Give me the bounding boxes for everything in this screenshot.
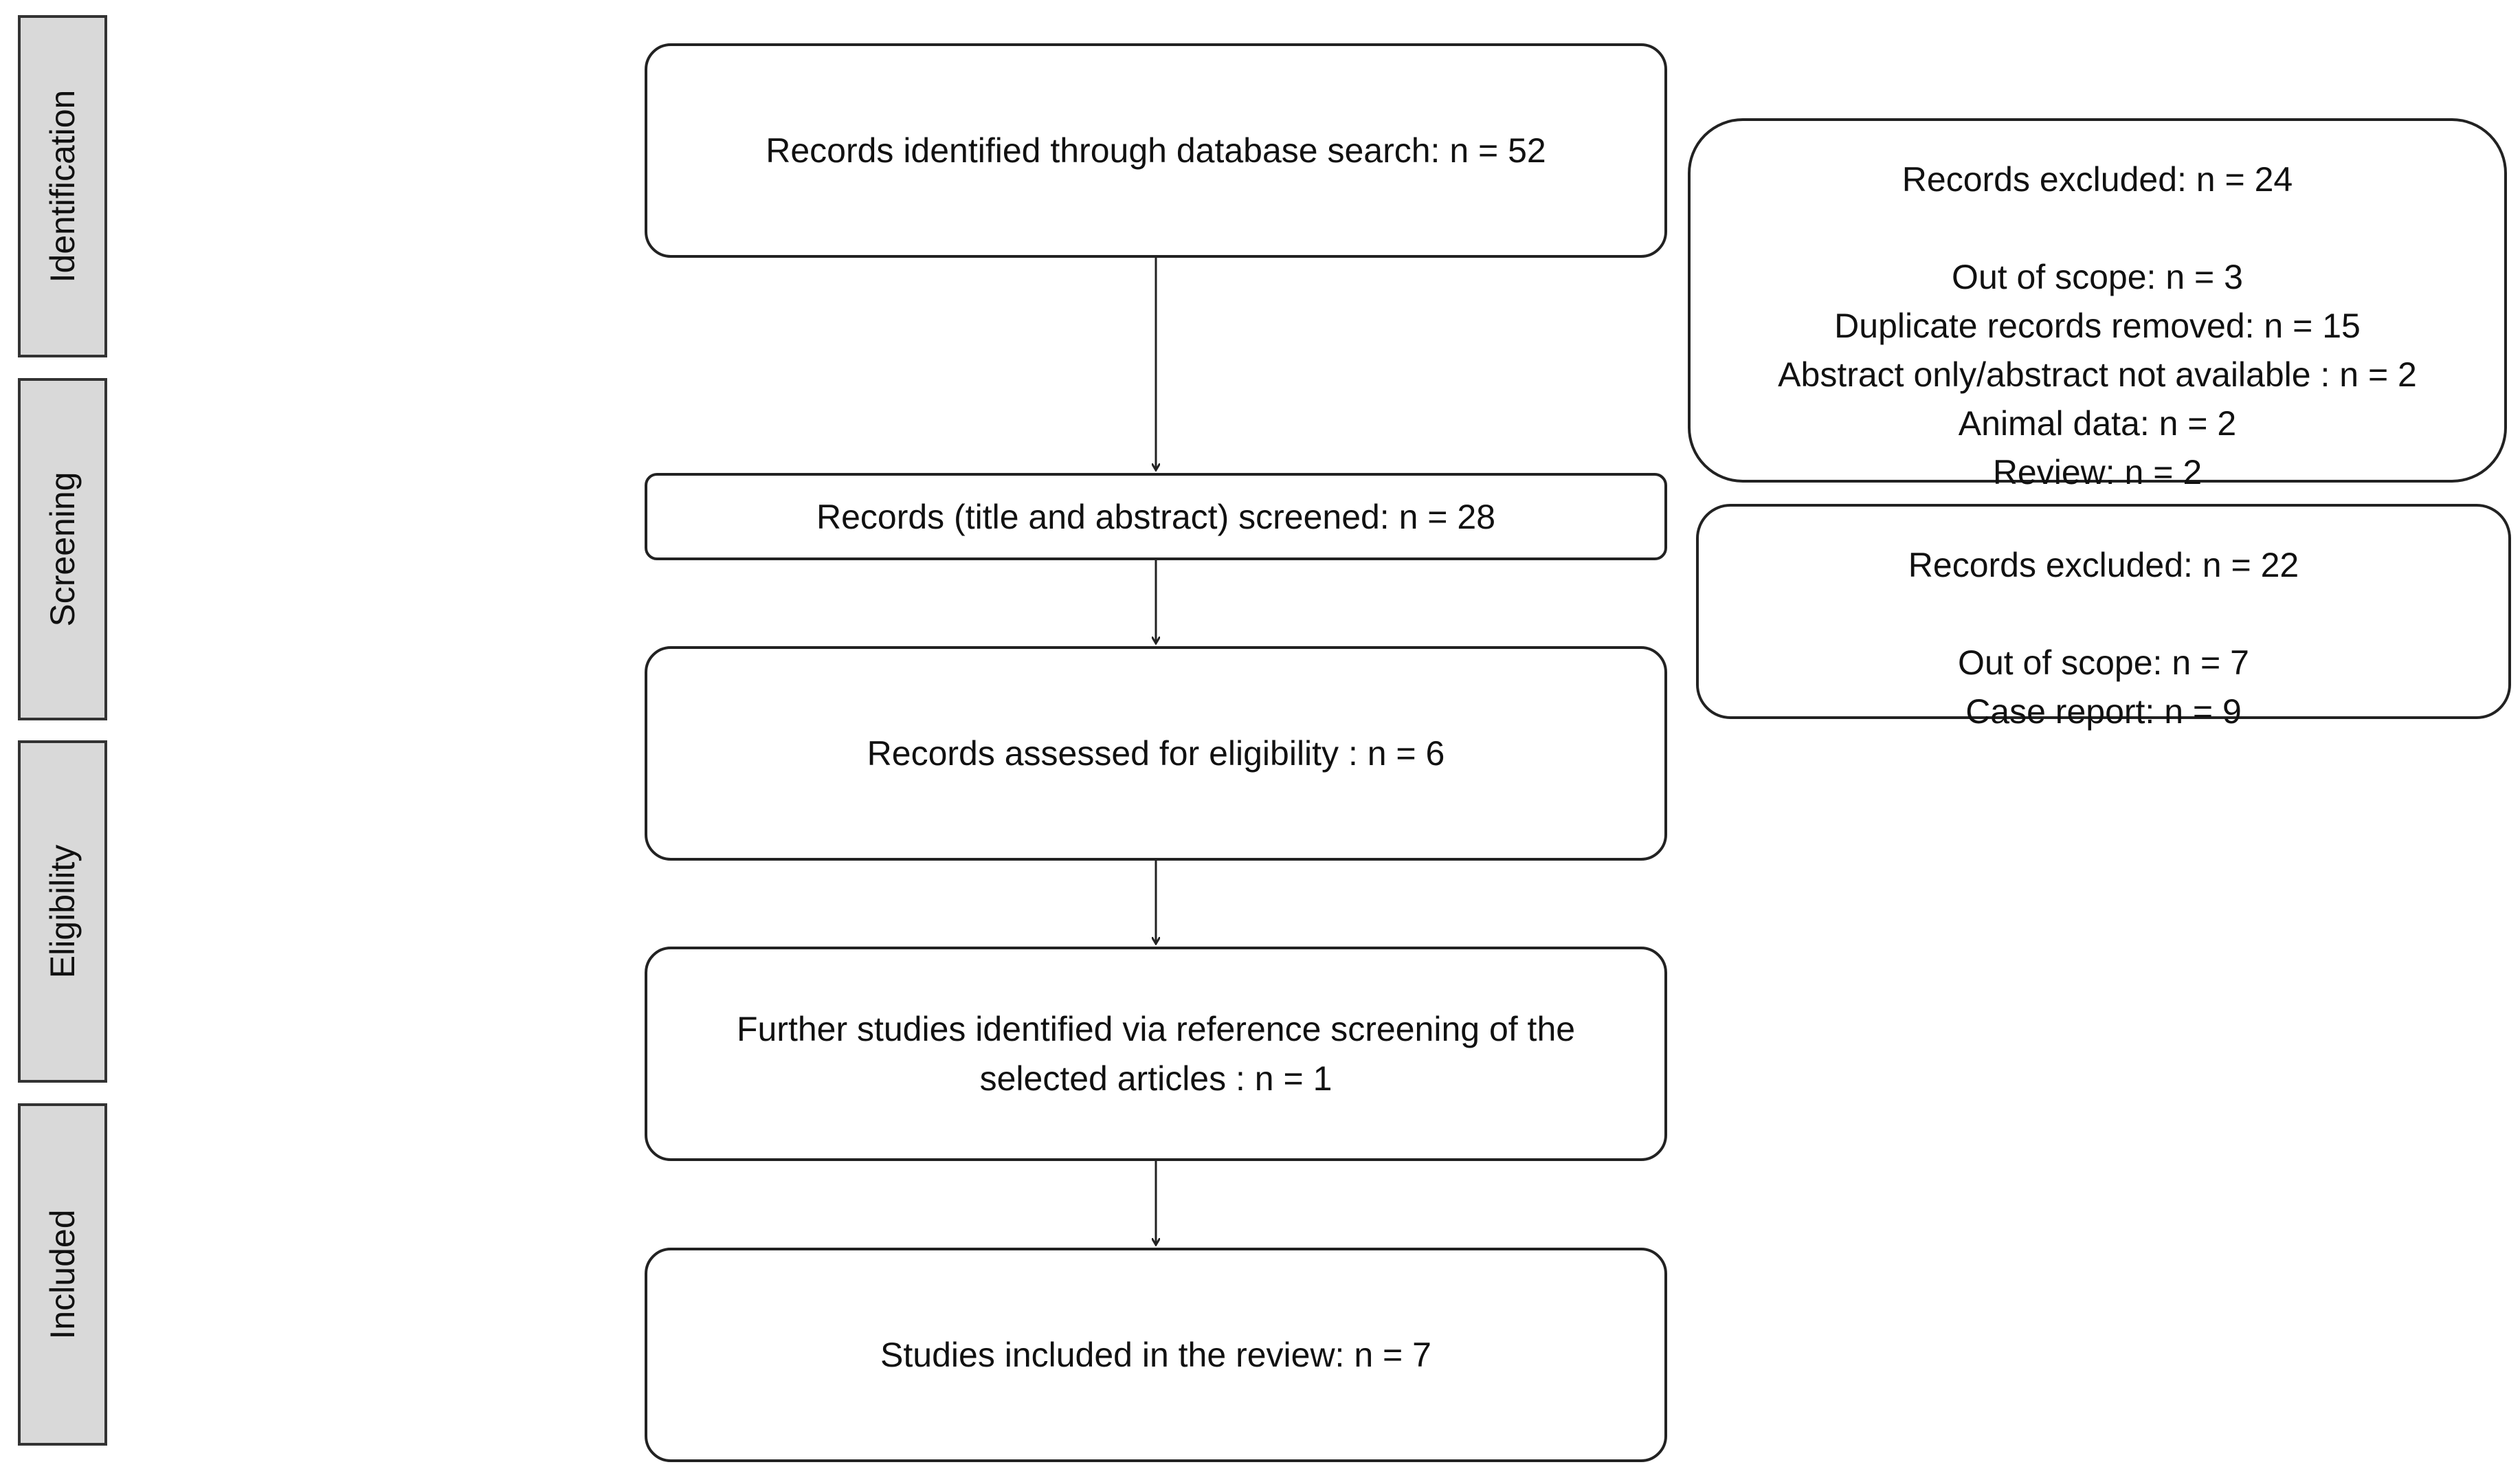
box-exclusions-screening: Records excluded: n = 22 Out of scope: n… [1696,504,2511,731]
phase-screening: Screening [18,378,107,720]
box-exclusions-identification: Records excluded: n = 24 Out of scope: n… [1688,118,2507,492]
box-records-screened: Records (title and abstract) screened: n… [645,473,1667,560]
phase-included: Included [18,1103,107,1446]
box-records-assessed: Records assessed for eligibility : n = 6 [645,646,1667,861]
exclusion-item: Out of scope: n = 3 [1952,258,2243,296]
records-screened-text: Records (title and abstract) screened: n… [816,497,1495,536]
further-studies-line1: Further studies identified via reference… [736,1010,1576,1048]
further-studies-line2: selected articles : n = 1 [979,1059,1333,1098]
exclusion-item: Animal data: n = 2 [1958,404,2237,443]
exclusion-item: Abstract only/abstract not available : n… [1778,355,2417,394]
box-records-identified: Records identified through database sear… [645,43,1667,258]
exclusions-first-title: Records excluded: n = 24 [1902,160,2293,199]
exclusion-item: Duplicate records removed: n = 15 [1834,307,2361,345]
spacer [1691,204,2504,253]
spacer [1699,590,2508,639]
box-studies-included: Studies included in the review: n = 7 [645,1248,1667,1462]
exclusion-item: Review: n = 2 [1992,453,2203,492]
box-further-studies: Further studies identified via reference… [645,947,1667,1161]
exclusion-item: Out of scope: n = 7 [1958,643,2249,682]
records-assessed-text: Records assessed for eligibility : n = 6 [867,734,1445,773]
phase-eligibility: Eligibility [18,740,107,1083]
phase-identification: Identification [18,15,107,357]
records-identified-text: Records identified through database sear… [766,131,1546,170]
exclusions-second-title: Records excluded: n = 22 [1908,546,2299,584]
studies-included-text: Studies included in the review: n = 7 [880,1336,1431,1374]
exclusion-item: Case report: n = 9 [1965,692,2242,731]
